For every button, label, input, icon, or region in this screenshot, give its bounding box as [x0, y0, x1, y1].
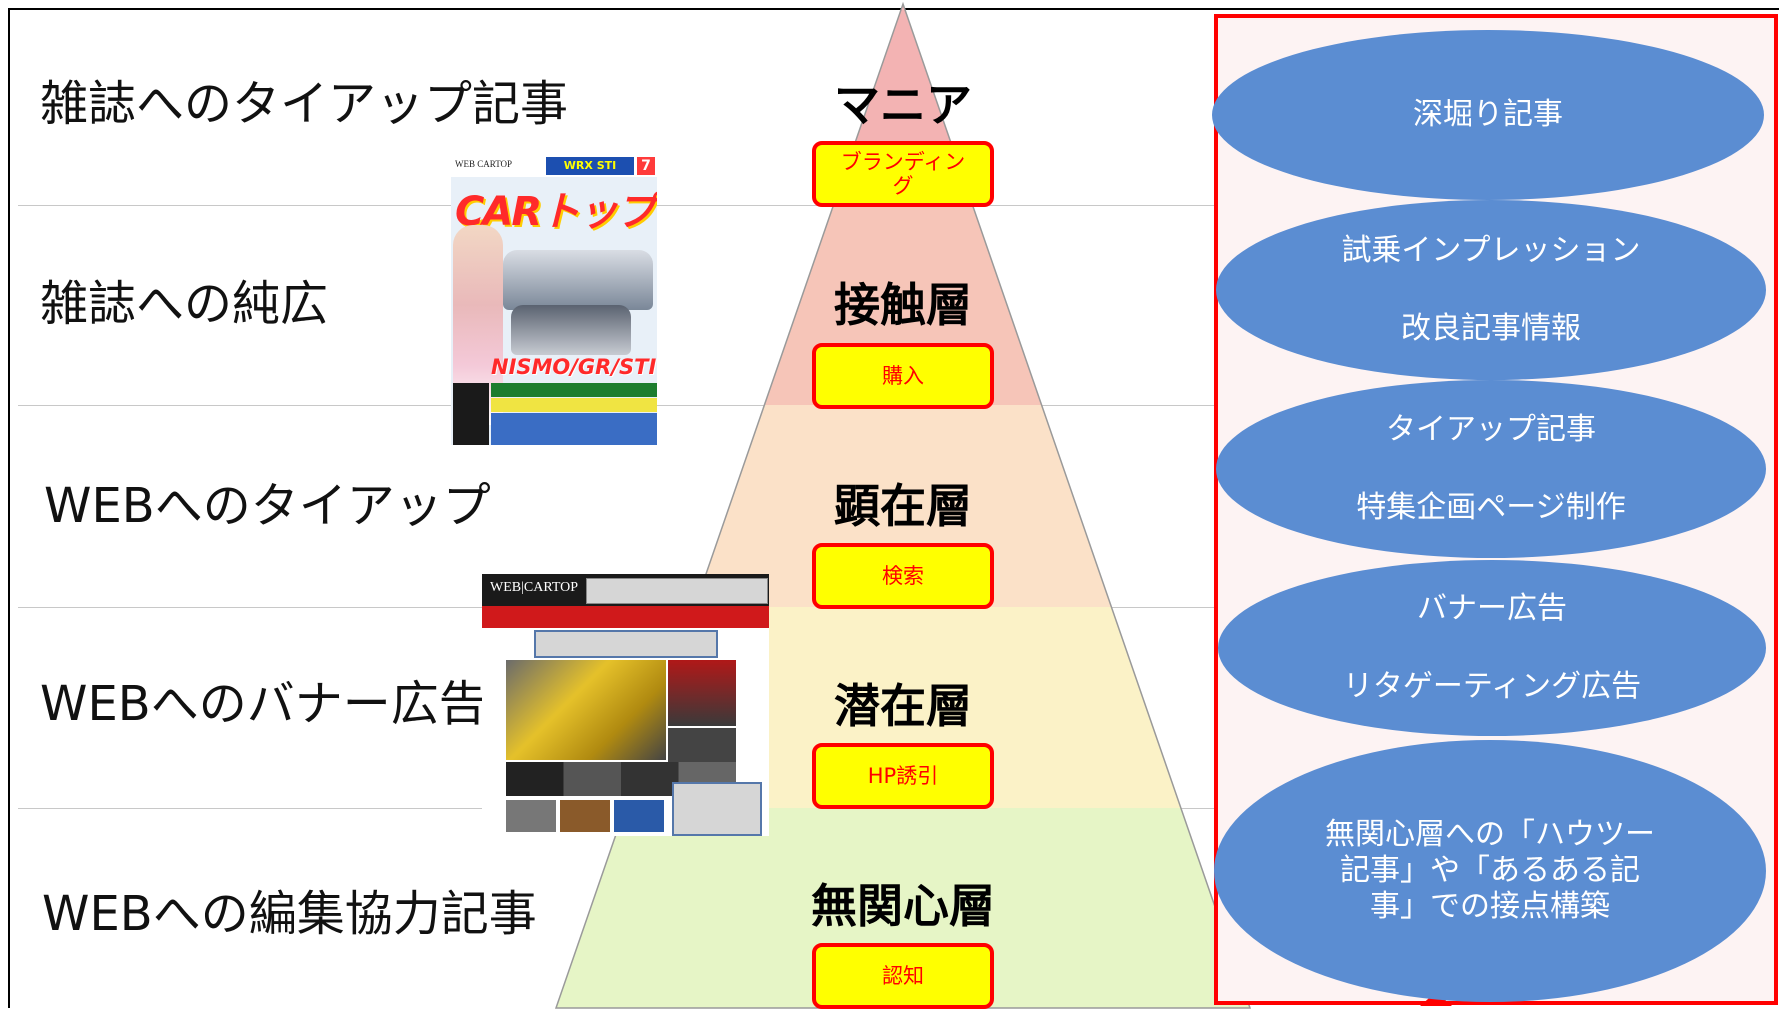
layer-tag-search: 検索 [812, 543, 994, 609]
tag-text: 購入 [882, 364, 924, 388]
magazine-cover-image: WEB CARTOP WRX STI 7 CARトップ NISMO/GR/STI [451, 155, 657, 445]
layer-tag-branding: ブランディング [812, 141, 994, 207]
web-side-photo [668, 660, 736, 726]
frame-top-border [8, 8, 1779, 10]
layer-tag-hp-induction: HP誘引 [812, 743, 994, 809]
left-label-web-tieup: WEBへのタイアップ [44, 478, 491, 534]
layer-title-latent: 潜在層 [834, 679, 972, 733]
oval-banner: バナー広告 リタゲーティング広告 [1218, 560, 1766, 736]
web-thumbnail [614, 800, 664, 832]
tag-text: HP誘引 [867, 764, 939, 788]
oval-text: 事」での接点構築 [1370, 889, 1610, 924]
oval-text: 深堀り記事 [1413, 97, 1563, 132]
oval-text: 無関心層への「ハウツー [1325, 817, 1655, 852]
layer-tag-awareness: 認知 [812, 943, 994, 1009]
web-logo: WEB|CARTOP [490, 580, 579, 595]
oval-tieup: タイアップ記事 特集企画ページ制作 [1216, 380, 1766, 558]
web-thumbnail [506, 800, 556, 832]
oval-text: 特集企画ページ制作 [1356, 490, 1626, 525]
magazine-strip [491, 398, 657, 412]
left-label-magazine-tieup: 雑誌へのタイアップ記事 [40, 76, 569, 132]
car-photo [511, 305, 631, 355]
left-label-magazine-ad: 雑誌への純広 [40, 276, 329, 332]
layer-title-mania: マニア [834, 78, 972, 132]
oval-text: 改良記事情報 [1401, 311, 1581, 346]
oval-text: バナー広告 [1417, 591, 1567, 626]
magazine-header: WEB CARTOP WRX STI 7 [451, 155, 657, 177]
left-label-web-editorial: WEBへの編集協力記事 [42, 886, 537, 942]
magazine-side-box [453, 383, 489, 445]
web-thumbnail [560, 800, 610, 832]
web-nav-bar [482, 606, 769, 628]
web-page-screenshot: WEB|CARTOP [482, 574, 769, 836]
magazine-banner: NISMO/GR/STI [491, 355, 657, 379]
web-hero-photo [506, 660, 666, 760]
oval-text: リタゲーティング広告 [1342, 669, 1642, 704]
magazine-issue: 7 [637, 157, 655, 175]
oval-deep-dive: 深堀り記事 [1212, 30, 1764, 200]
pyramid-band [556, 808, 1250, 1008]
car-photo [503, 250, 653, 310]
left-label-web-banner: WEBへのバナー広告 [40, 676, 487, 732]
tag-text: 検索 [882, 564, 924, 588]
redacted-box [672, 782, 762, 836]
oval-test-drive: 試乗インプレッション 改良記事情報 [1216, 200, 1766, 380]
layer-title-indifferent: 無関心層 [811, 879, 995, 933]
tag-text: ブランディング [840, 150, 966, 198]
oval-text: 記事」や「あるある記 [1340, 853, 1640, 888]
oval-indifferent: 無関心層への「ハウツー 記事」や「あるある記 事」での接点構築 [1214, 740, 1766, 1002]
pyramid-band [694, 405, 1112, 607]
oval-text: 試乗インプレッション [1341, 233, 1641, 268]
magazine-strip [491, 413, 657, 445]
redacted-box [586, 578, 768, 604]
redacted-box [534, 630, 718, 658]
magazine-strip [491, 383, 657, 397]
frame-left-border [8, 8, 10, 1008]
magazine-headline: WRX STI [546, 157, 634, 175]
layer-tag-purchase: 購入 [812, 343, 994, 409]
layer-title-manifest: 顕在層 [834, 479, 972, 533]
layer-title-contact: 接触層 [834, 278, 972, 332]
tag-text: 認知 [882, 964, 924, 988]
oval-text: タイアップ記事 [1386, 412, 1596, 447]
magazine-logo: WEB CARTOP [455, 159, 513, 169]
